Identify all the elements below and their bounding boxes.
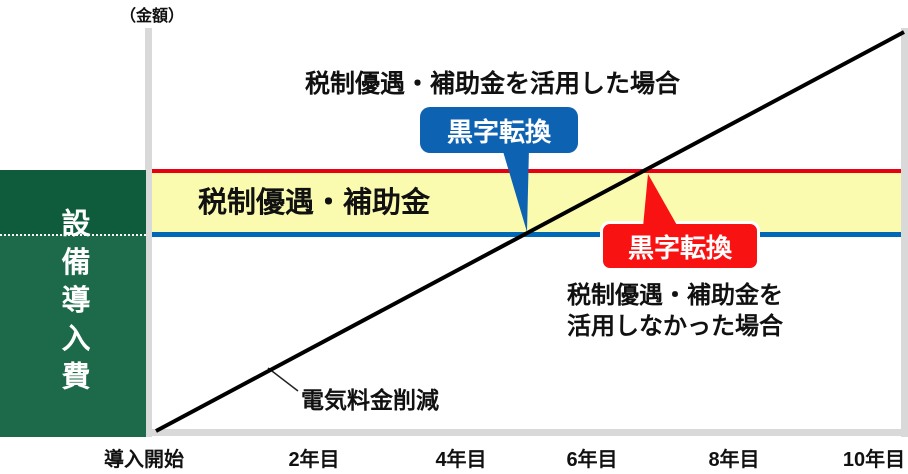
equipment-cost-subsidy-portion (0, 170, 146, 235)
subsidy-band-label: 税制優遇・補助金 (198, 187, 431, 219)
with-subsidy-annotation: 税制優遇・補助金を活用した場合 (305, 70, 681, 98)
breakeven-badge-with-subsidy: 黒字転換 (420, 107, 578, 153)
savings-label-connector-line (267, 367, 299, 392)
equipment-cost-label: 設備導入費 (57, 207, 89, 400)
cost-line-with-subsidy (152, 232, 901, 237)
y-axis-line (145, 28, 152, 437)
x-tick-start: 導入開始 (104, 449, 184, 471)
y-axis-label: （金額） (119, 8, 184, 25)
x-tick-year8: 8年目 (708, 449, 760, 471)
without-subsidy-annotation: 税制優遇・補助金を 活用しなかった場合 (567, 280, 783, 342)
x-tick-year6: 6年目 (566, 449, 618, 471)
x-tick-year10: 10年目 (842, 449, 906, 471)
chart-right-border (901, 28, 908, 437)
subsidy-divider-dotted-line (0, 234, 146, 236)
x-axis-line (145, 429, 908, 436)
without-subsidy-annotation-line1: 税制優遇・補助金を (567, 282, 783, 309)
without-subsidy-annotation-line2: 活用しなかった場合 (567, 313, 783, 340)
breakeven-badge-blue-label: 黒字転換 (446, 116, 551, 147)
subsidy-band: 税制優遇・補助金 (152, 173, 901, 232)
electricity-savings-label: 電気料金削減 (301, 387, 439, 413)
equipment-cost-box: 設備導入費 (0, 170, 146, 437)
x-tick-year4: 4年目 (435, 449, 487, 471)
breakeven-badge-without-subsidy: 黒字転換 (600, 221, 760, 271)
breakeven-badge-red-label: 黒字転換 (627, 232, 732, 263)
x-tick-year2: 2年目 (288, 449, 340, 471)
